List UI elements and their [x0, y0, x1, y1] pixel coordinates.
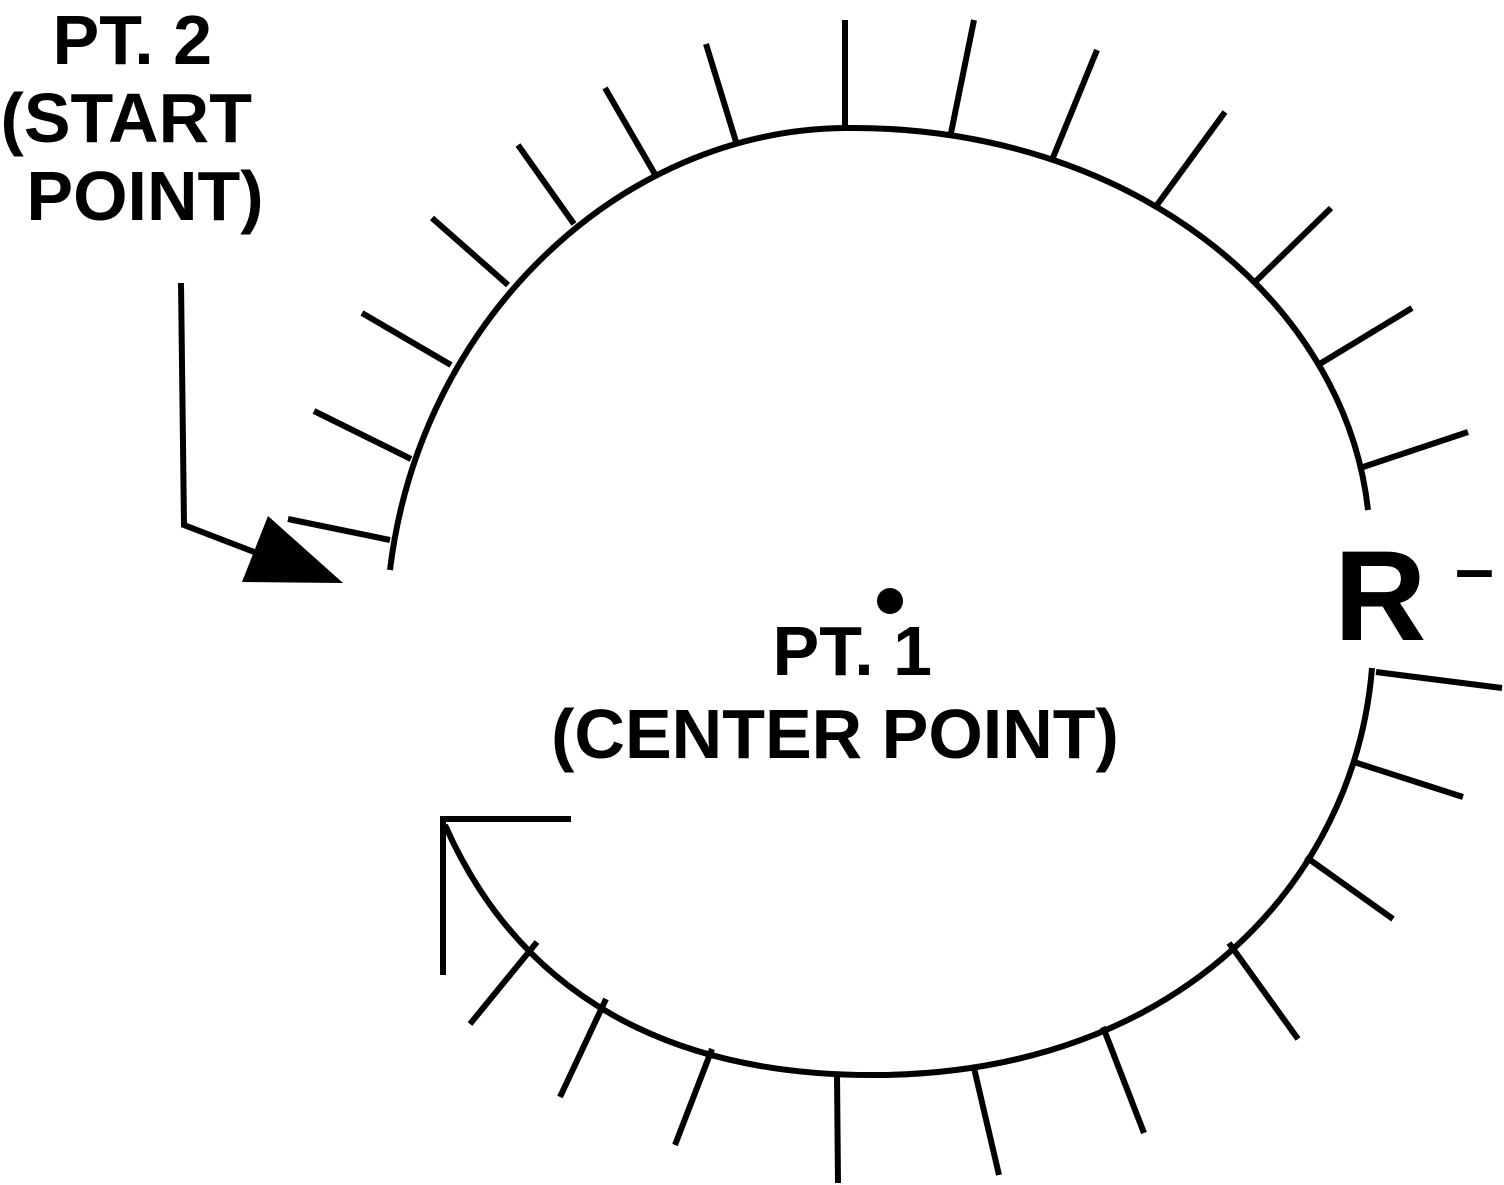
- hatch-tick: [971, 1067, 1002, 1176]
- radius-sign: –: [1455, 529, 1494, 607]
- start-point-label: PT. 2 (START POINT): [1, 1, 272, 235]
- end-bracket-icon: [440, 816, 571, 975]
- hatch-tick: [703, 43, 740, 146]
- hatch-tick: [1100, 1025, 1147, 1135]
- hatch-tick: [948, 19, 977, 134]
- hatch-tick: [515, 143, 577, 226]
- center-point-label-line: PT. 1: [773, 612, 933, 690]
- hatch-tick: [1353, 759, 1464, 800]
- hatch-tick: [557, 997, 609, 1099]
- hatch-tick: [1316, 305, 1414, 368]
- hatch-tick: [1304, 854, 1395, 922]
- hatch-tick: [360, 310, 453, 368]
- hatch-tick: [602, 86, 659, 178]
- hatch-tick: [1049, 48, 1100, 162]
- hatch-tick: [1226, 941, 1301, 1041]
- start-point-label-line: POINT): [26, 157, 263, 235]
- hatch-tick: [287, 516, 391, 543]
- hatch-tick: [467, 940, 540, 1026]
- center-point-label-line: (CENTER POINT): [551, 695, 1119, 773]
- center-point-label: PT. 1 (CENTER POINT): [551, 612, 1119, 773]
- hatch-tick: [834, 1074, 841, 1184]
- start-point-label-line: PT. 2: [53, 1, 213, 79]
- start-arrow-icon: [242, 516, 343, 583]
- hatch-tick: [672, 1047, 715, 1147]
- hatch-tick: [430, 215, 510, 288]
- hatch-tick: [1359, 429, 1469, 471]
- hatch-ticks: [287, 19, 1503, 1184]
- radius-label: R: [1334, 525, 1426, 668]
- hatch-tick: [1154, 110, 1228, 207]
- hatch-tick: [1375, 669, 1503, 691]
- start-point-label-line: (START: [1, 79, 252, 157]
- hatch-tick: [1250, 205, 1334, 287]
- hatch-tick: [312, 408, 413, 462]
- center-point-dot-icon: [877, 588, 903, 614]
- leader-line: [178, 282, 264, 558]
